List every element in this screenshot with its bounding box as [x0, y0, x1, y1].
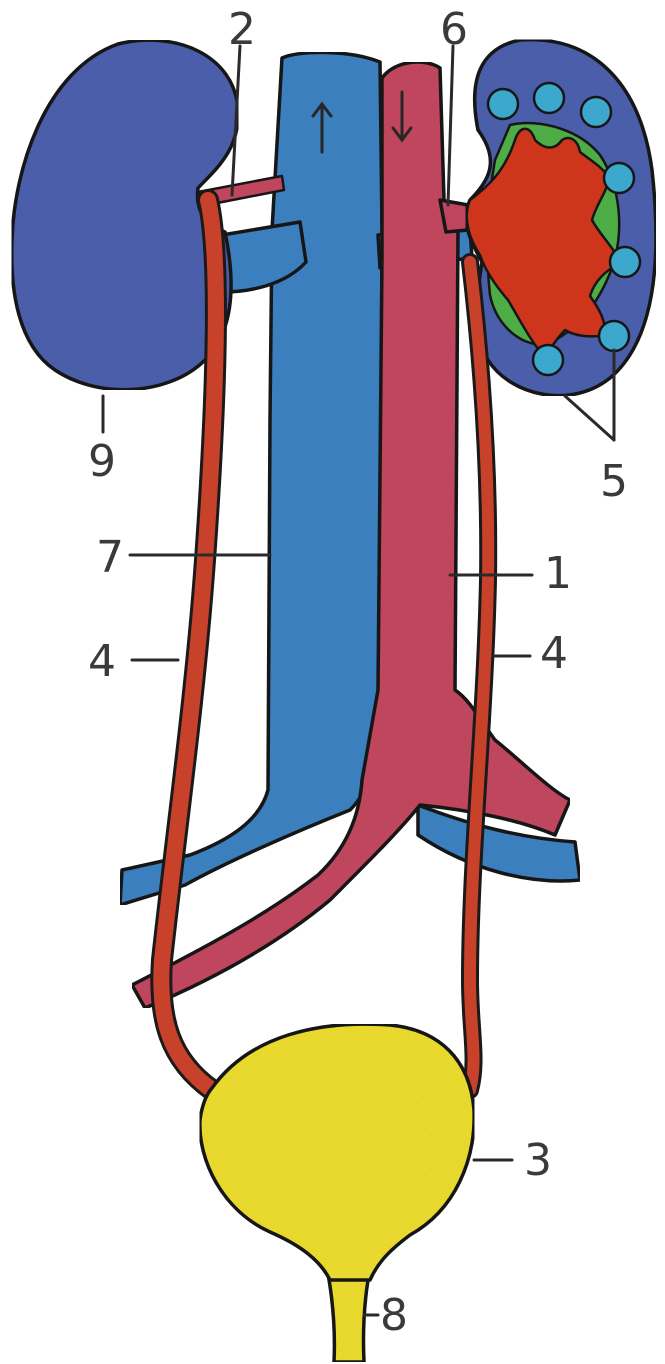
bladder — [200, 1024, 474, 1280]
leader-5a — [565, 396, 614, 440]
label-3: 3 — [524, 1135, 552, 1186]
bladder-group — [200, 1024, 474, 1362]
kidney-left-section — [466, 40, 656, 396]
label-4-right: 4 — [540, 628, 568, 679]
label-5: 5 — [600, 456, 628, 507]
calyx-cap — [581, 97, 611, 127]
label-1: 1 — [544, 548, 572, 599]
leader-6 — [448, 46, 453, 205]
label-2: 2 — [228, 4, 256, 55]
calyx-cap — [599, 321, 629, 351]
calyx-cap — [488, 89, 518, 119]
calyx-cap — [533, 345, 563, 375]
label-7: 7 — [96, 532, 124, 583]
calyx-cap — [534, 83, 564, 113]
label-9: 9 — [88, 436, 116, 487]
label-8: 8 — [380, 1290, 408, 1341]
ureter-left-fill — [470, 262, 488, 1090]
label-6: 6 — [440, 4, 468, 55]
calyx-cap — [610, 247, 640, 277]
calyx-cap — [604, 163, 634, 193]
label-4-left: 4 — [88, 636, 116, 687]
